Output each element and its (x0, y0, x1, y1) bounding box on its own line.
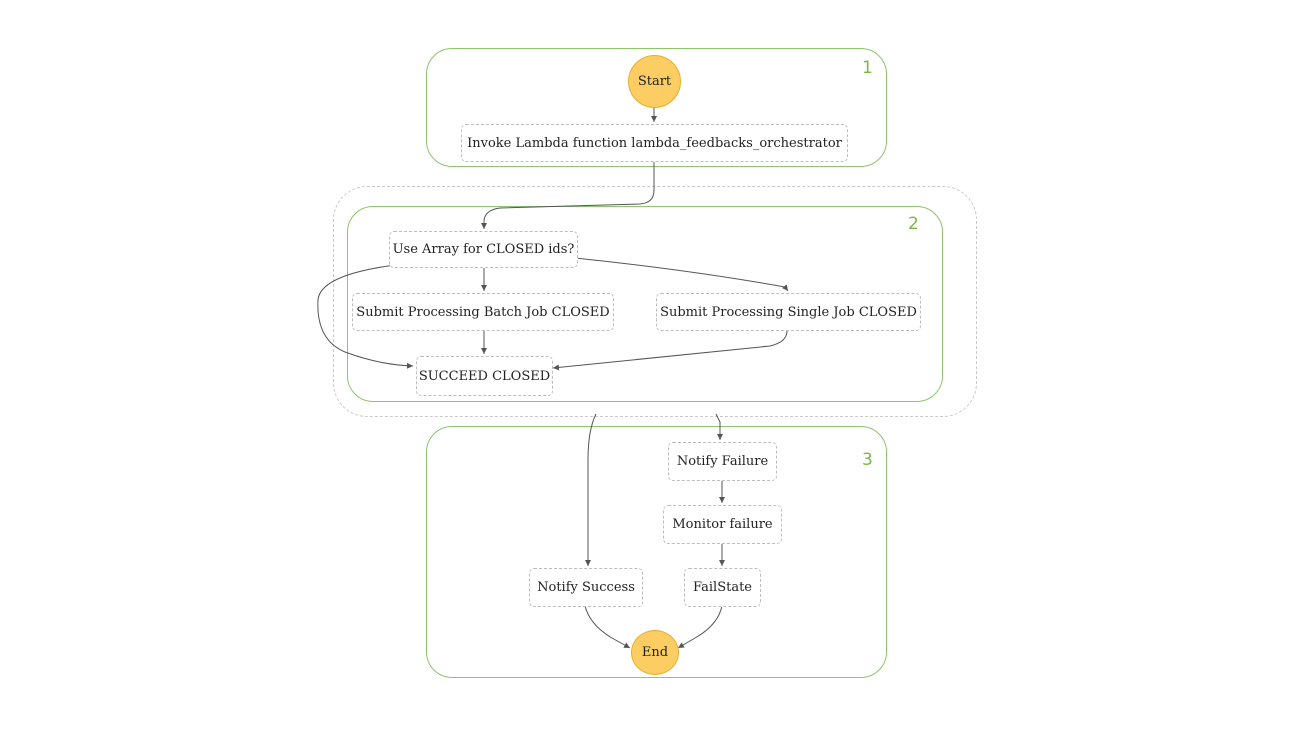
edge-parallel-failure (715, 413, 723, 440)
state-invoke-lambda[interactable]: Invoke Lambda function lambda_feedbacks_… (461, 124, 848, 162)
parallel-container (333, 186, 977, 417)
state-succeed-closed[interactable]: SUCCEED CLOSED (416, 356, 553, 396)
edge-parallel-success (585, 413, 597, 566)
state-fail-state[interactable]: FailState (684, 568, 761, 607)
edge-failstate-end (677, 605, 723, 649)
state-notify-success[interactable]: Notify Success (529, 568, 643, 607)
group-1-label: 1 (862, 58, 873, 78)
edge-invoke-use-array (481, 161, 655, 229)
edge-single-succeed (552, 330, 788, 371)
state-monitor-failure[interactable]: Monitor failure (663, 505, 782, 544)
edge-use-array-single (574, 257, 789, 292)
group-2-label: 2 (908, 214, 919, 234)
group-2 (347, 206, 943, 402)
state-notify-failure[interactable]: Notify Failure (668, 442, 777, 481)
start-node[interactable]: Start (628, 55, 681, 108)
group-3 (426, 426, 887, 678)
group-1 (426, 48, 887, 167)
state-use-array-choice[interactable]: Use Array for CLOSED ids? (389, 231, 578, 268)
edge-use-array-succeed (317, 264, 414, 369)
edge-success-end (584, 605, 631, 649)
state-submit-single[interactable]: Submit Processing Single Job CLOSED (656, 293, 921, 331)
end-node[interactable]: End (631, 630, 679, 675)
state-submit-batch[interactable]: Submit Processing Batch Job CLOSED (352, 293, 614, 331)
group-3-label: 3 (862, 450, 873, 470)
